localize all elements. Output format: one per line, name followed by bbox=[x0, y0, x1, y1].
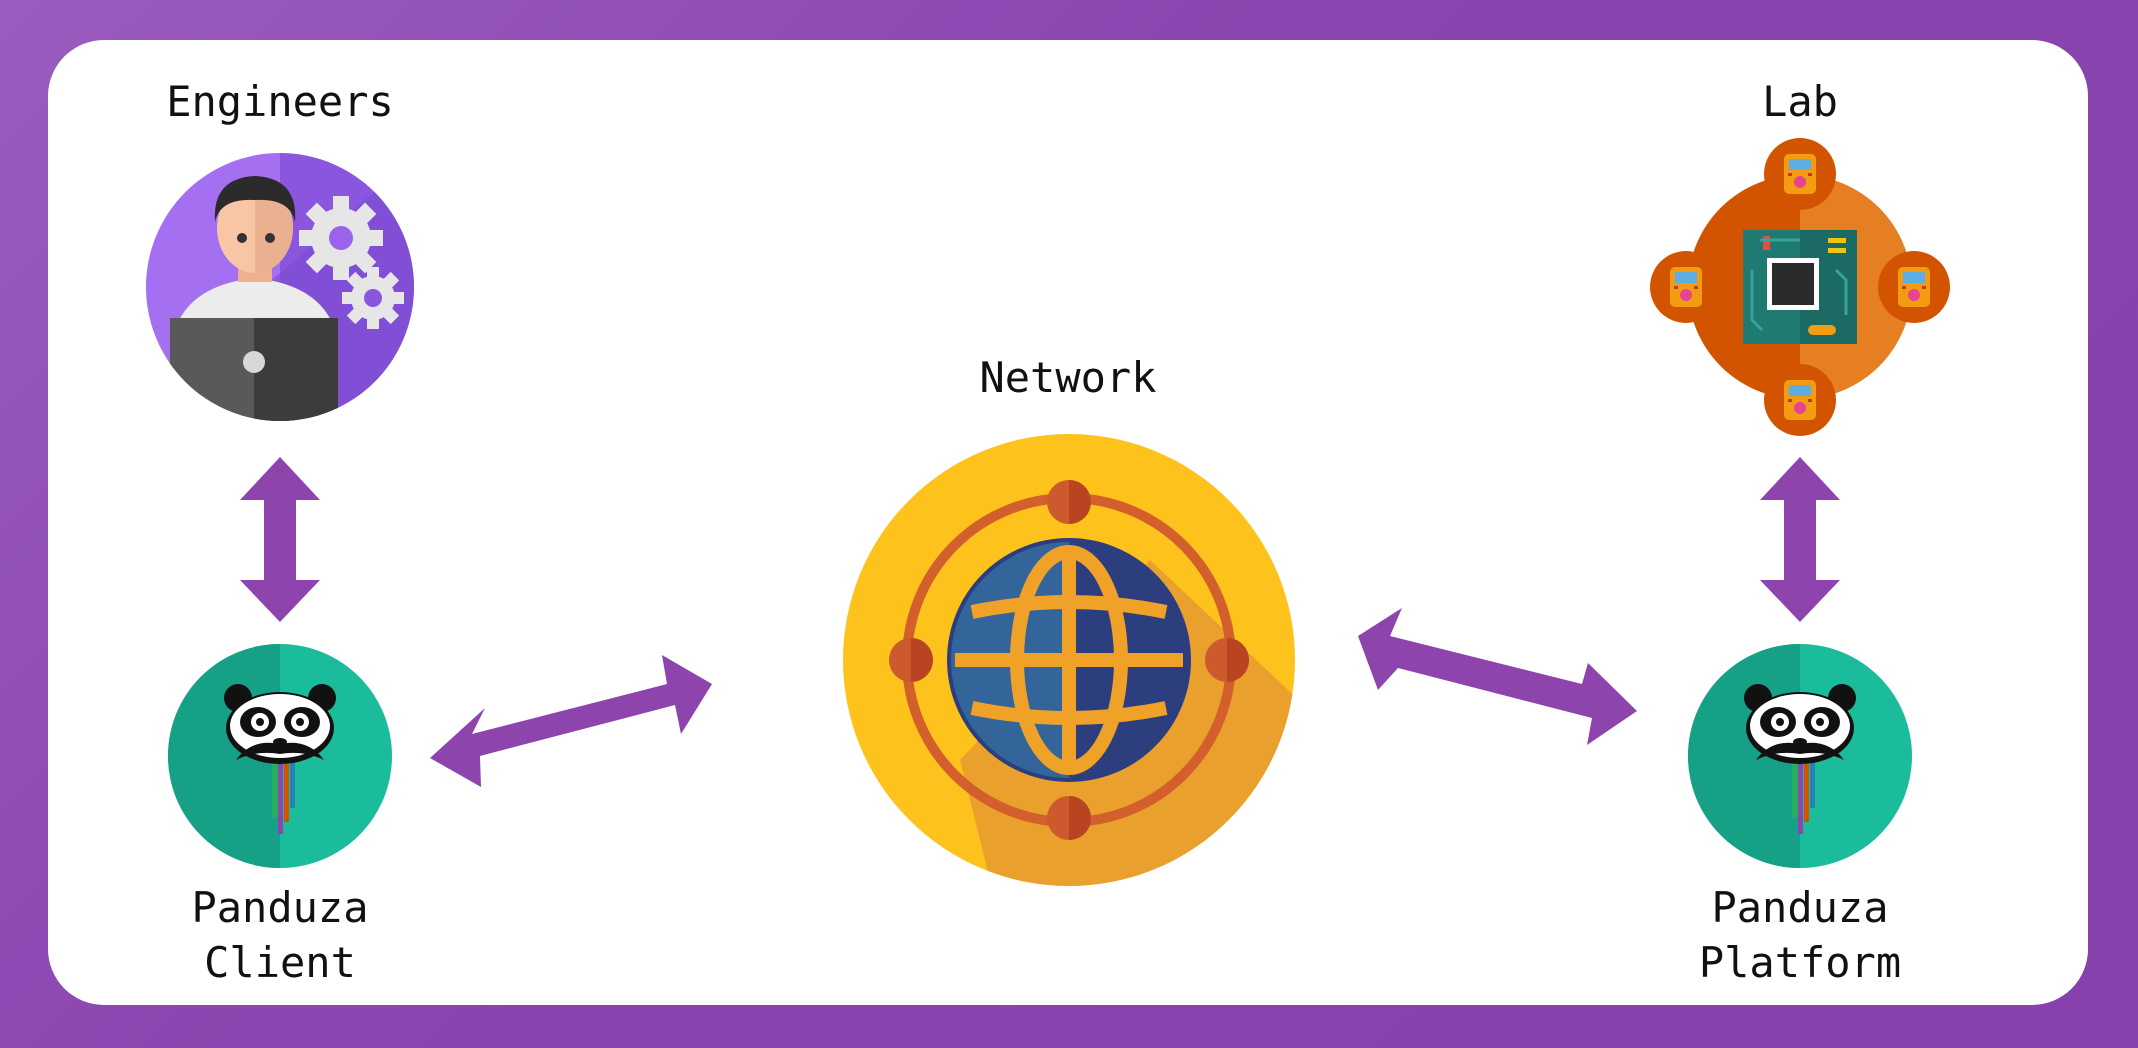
arrow-network-platform bbox=[1358, 608, 1637, 745]
engineer-icon bbox=[146, 153, 414, 421]
arrow-client-network bbox=[430, 655, 712, 787]
lab-board-icon bbox=[1650, 138, 1950, 436]
panduza-platform-label-line1: Panduza bbox=[1711, 883, 1889, 932]
engineers-label: Engineers bbox=[166, 77, 394, 126]
arrow-lab-platform bbox=[1760, 457, 1840, 622]
panduza-client-label-line2: Client bbox=[204, 938, 356, 987]
network-label: Network bbox=[979, 353, 1157, 402]
arrow-engineers-client bbox=[240, 457, 320, 622]
panduza-client-icon bbox=[168, 644, 392, 868]
network-globe-icon bbox=[843, 434, 1295, 886]
lab-label: Lab bbox=[1762, 77, 1838, 126]
panduza-platform-label-line2: Platform bbox=[1698, 938, 1902, 987]
panduza-client-label-line1: Panduza bbox=[191, 883, 369, 932]
panduza-platform-icon bbox=[1688, 644, 1912, 868]
